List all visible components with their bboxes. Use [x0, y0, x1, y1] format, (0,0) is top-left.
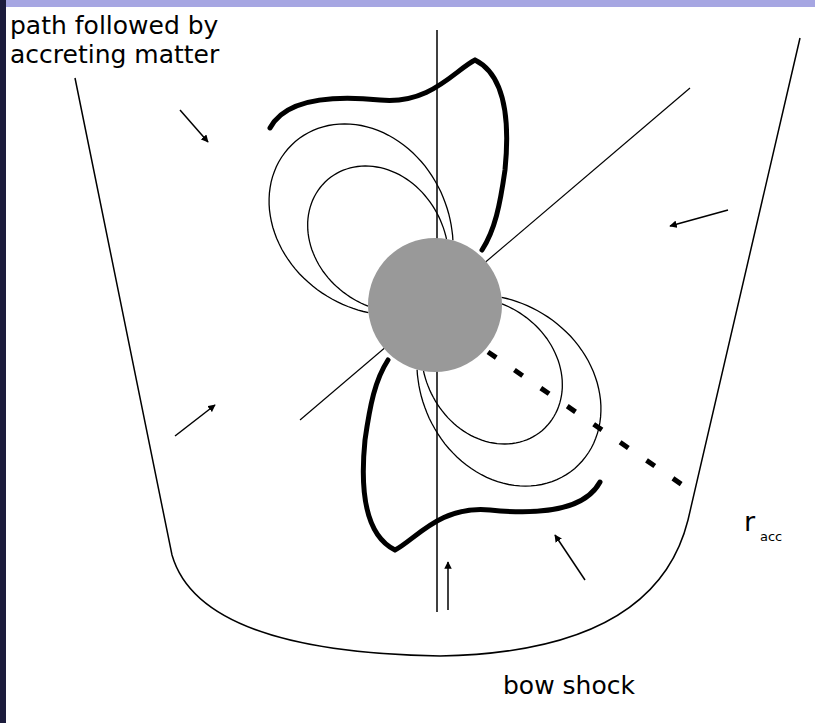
path-label: path followed by accreting matter: [10, 12, 260, 70]
top-strip: [0, 0, 815, 7]
field-lines: [269, 124, 601, 486]
radius-symbol: r: [744, 506, 755, 537]
accretion-path: [270, 60, 507, 250]
accretion-radius-line: [488, 352, 684, 486]
inflow-arrows: [175, 110, 728, 610]
radius-subscript: acc: [760, 530, 782, 545]
bow-shock-label: bow shock: [503, 672, 635, 701]
magnetic-axis: [300, 88, 690, 420]
left-strip: [0, 0, 6, 723]
neutron-star: [368, 238, 502, 372]
accretion-path: [363, 360, 600, 550]
